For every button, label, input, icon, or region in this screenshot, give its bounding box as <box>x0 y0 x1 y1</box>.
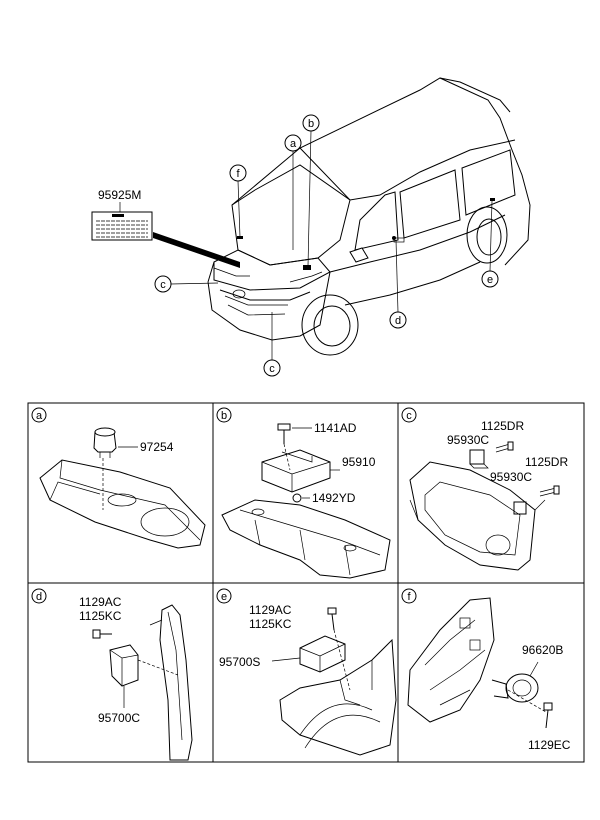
part-number-label: 95910 <box>342 455 376 469</box>
callout-letter: a <box>290 138 297 150</box>
callout-c-bottom: c <box>263 312 281 377</box>
part-number-label: 95700S <box>219 655 260 669</box>
panel-f: f 96620B 1129EC <box>401 588 571 752</box>
part-number-label: 1125KC <box>79 609 122 623</box>
part-number-label: 95700C <box>98 711 140 725</box>
detail-grid <box>27 402 585 763</box>
part-number-label: 1141AD <box>314 421 357 435</box>
panel-letter: b <box>221 410 227 422</box>
callout-f: f <box>229 164 247 238</box>
panel-a: a 97254 <box>31 407 206 549</box>
part-number-label: 95925M <box>98 188 141 202</box>
callout-letter: c <box>160 279 166 291</box>
panel-letter: a <box>36 410 43 422</box>
part-number-label: 1492YD <box>312 491 356 505</box>
part-number-label: 1129EC <box>528 738 571 752</box>
panel-letter: c <box>406 410 412 422</box>
panel-letter: e <box>221 591 227 603</box>
part-number-label: 1125DR <box>525 455 568 469</box>
callout-d: d <box>389 239 407 329</box>
part-number-label: 1129AC <box>249 603 292 617</box>
panel-letter: f <box>407 591 411 603</box>
panel-e: e 1129AC 1125KC 95700S <box>216 588 397 756</box>
callout-a: a <box>284 134 302 250</box>
part-number-label: 1125DR <box>481 419 524 433</box>
part-number-label: 1125KC <box>249 617 292 631</box>
label-plate-95925m <box>91 211 153 241</box>
callout-e: e <box>481 200 499 288</box>
part-number-label: 95930C <box>447 433 489 447</box>
panel-d: d 1129AC 1125KC 95700C <box>31 588 193 761</box>
callout-letter: f <box>236 168 240 180</box>
callout-letter: d <box>395 315 401 327</box>
callout-letter: b <box>308 118 314 130</box>
label-pointer-wedge <box>153 232 240 268</box>
panel-b: b 1141AD 95910 1492YD <box>216 407 391 579</box>
callout-letter: c <box>269 363 275 375</box>
part-number-label: 97254 <box>140 440 174 454</box>
callout-letter: e <box>487 274 493 286</box>
van-illustration <box>207 77 531 356</box>
panel-letter: d <box>36 591 42 603</box>
part-number-label: 1129AC <box>79 595 122 609</box>
panel-c: c 1125DR 95930C 1125DR 95930C <box>401 407 568 571</box>
callout-c-left: c <box>154 275 219 293</box>
part-number-label: 95930C <box>490 470 532 484</box>
callout-b: b <box>302 114 320 267</box>
part-number-label: 96620B <box>522 643 563 657</box>
